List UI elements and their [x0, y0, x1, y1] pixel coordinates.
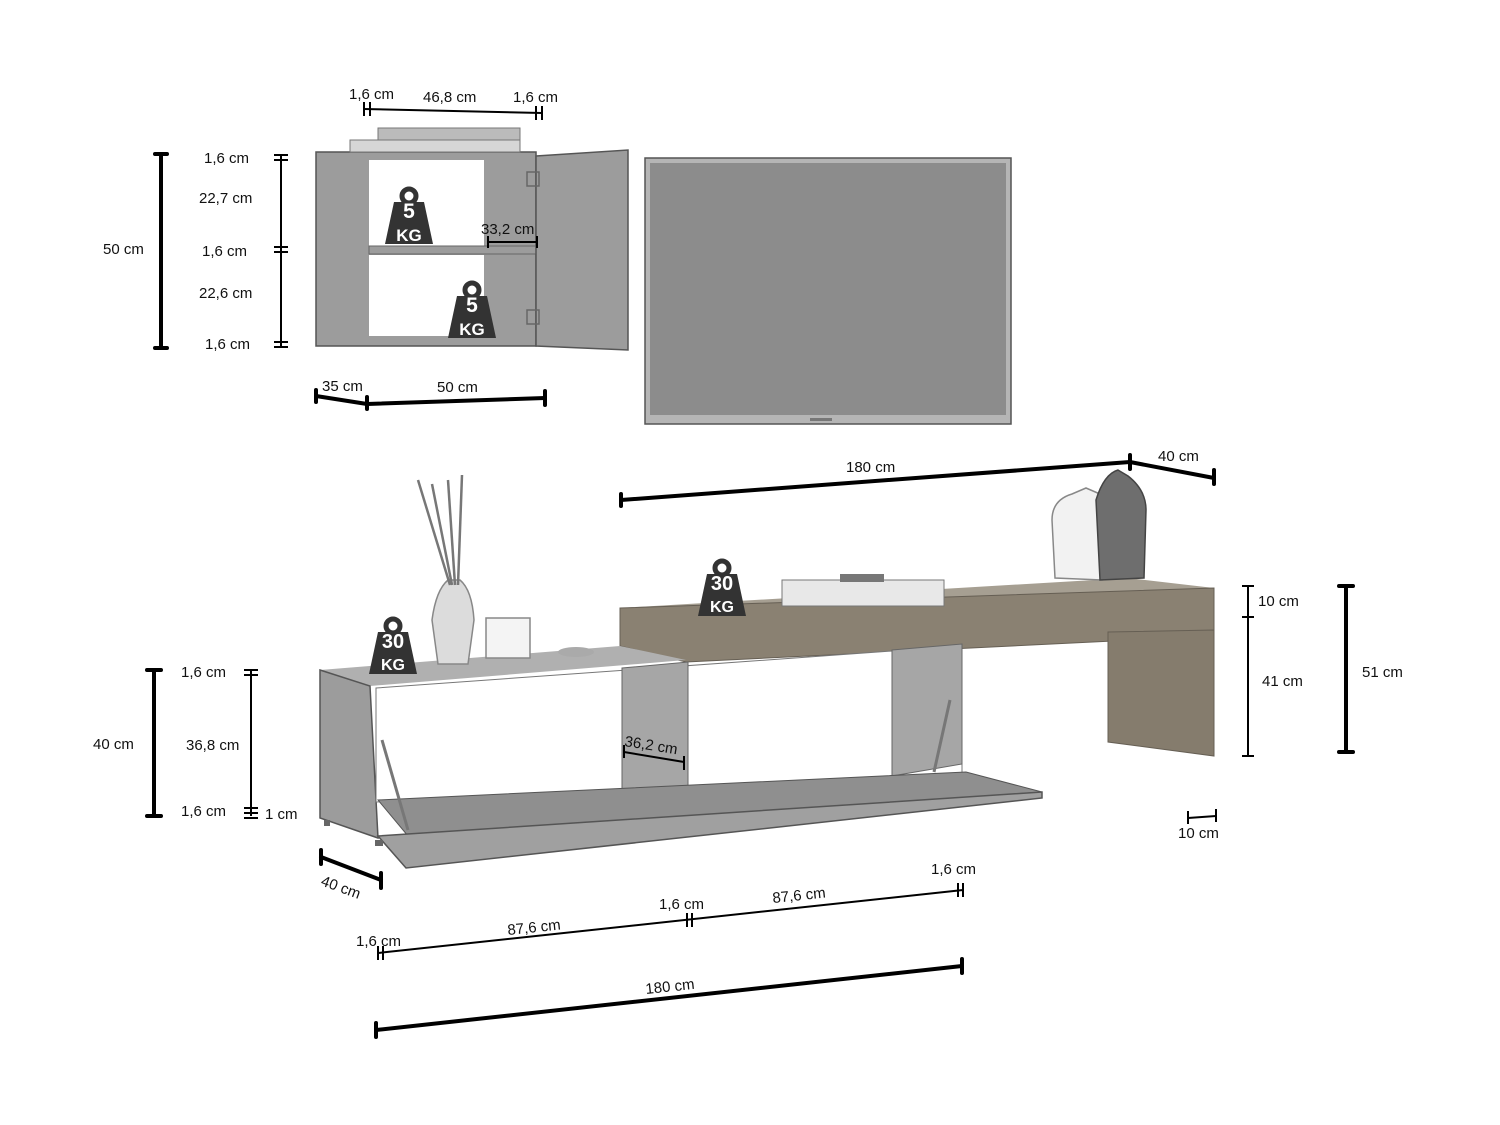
weight-value: 30: [711, 573, 733, 595]
weight-unit: KG: [396, 226, 422, 245]
dim-wall-panel-top: 1,6 cm: [204, 150, 249, 167]
dim-wall-comp-upper: 22,7 cm: [199, 190, 252, 207]
dim-wall-comp-lower: 22,6 cm: [199, 285, 252, 302]
dim-wall-panel-bottom: 1,6 cm: [205, 336, 250, 353]
television: [644, 157, 1012, 425]
dim-wall-height: 50 cm: [103, 241, 144, 258]
low-unit-divider: [621, 661, 689, 799]
diffuser-bottle: [431, 579, 475, 665]
weight-badge-low: 30 KG: [369, 619, 417, 674]
dim-low-depth: 40 cm: [319, 873, 363, 903]
diffuser-stick: [430, 483, 454, 586]
phone: [840, 574, 884, 582]
dim-wall-top-mid: 46,8 cm: [423, 89, 476, 106]
dim-low-w-left: 1,6 cm: [356, 933, 401, 950]
dim-low-inner: 36,8 cm: [186, 737, 239, 754]
dim-wall-width: 50 cm: [437, 379, 478, 396]
diffuser-stick: [446, 479, 457, 586]
weight-badge-wall-upper: 5 KG: [385, 189, 433, 245]
foot: [375, 840, 383, 846]
low-unit-top: [320, 646, 686, 686]
dvd-player: [781, 579, 945, 607]
wall-cabinet-door: [535, 149, 629, 351]
weight-unit: KG: [459, 320, 485, 339]
dim-bench-length: 180 cm: [846, 459, 895, 476]
dim-wall-depth: 35 cm: [322, 378, 363, 395]
foot: [324, 820, 330, 826]
dimension-lines: [145, 102, 1355, 1039]
gas-strut: [932, 699, 952, 773]
dimension-labels: 1,6 cm 46,8 cm 1,6 cm 1,6 cm 22,7 cm 1,6…: [93, 86, 1403, 998]
dim-wall-shelf: 1,6 cm: [202, 243, 247, 260]
dim-low-feet: 1 cm: [265, 806, 298, 823]
weight-unit: KG: [710, 599, 734, 616]
low-unit-right-side: [891, 643, 963, 777]
dim-wall-inner: 33,2 cm: [481, 221, 534, 238]
low-unit-side: [319, 668, 379, 840]
hinge-icon: [526, 171, 540, 187]
dim-wall-top-left: 1,6 cm: [349, 86, 394, 103]
candle-jar: [485, 617, 531, 659]
weight-value: 5: [466, 294, 478, 317]
tv-logo: [810, 418, 832, 421]
tv-screen: [650, 163, 1006, 415]
low-unit-open-flap: [376, 791, 1043, 869]
dim-bench-depth: 40 cm: [1158, 448, 1199, 465]
dish: [558, 647, 594, 657]
wall-cabinet-shelf: [368, 245, 538, 255]
dim-low-w-divider: 1,6 cm: [659, 896, 704, 913]
dim-low-w-comp1: 87,6 cm: [507, 916, 562, 938]
weight-unit: KG: [381, 657, 405, 674]
dim-low-panel-top: 1,6 cm: [181, 664, 226, 681]
dark-vase: [1095, 469, 1147, 581]
hinge-icon: [526, 309, 540, 325]
weight-value: 30: [382, 631, 404, 653]
weight-badge-wall-lower: 5 KG: [448, 283, 496, 339]
dim-low-panel-bottom: 1,6 cm: [181, 803, 226, 820]
dim-bench-top: 10 cm: [1258, 593, 1299, 610]
diffuser-stick: [456, 474, 464, 586]
bench: [619, 469, 1215, 757]
bench-leg: [1107, 629, 1215, 757]
dim-wall-top-right: 1,6 cm: [513, 89, 558, 106]
dim-low-w-comp2: 87,6 cm: [772, 884, 827, 906]
dim-bench-leg: 41 cm: [1262, 673, 1303, 690]
dim-low-height: 40 cm: [93, 736, 134, 753]
low-tv-unit: [319, 474, 1043, 869]
diffuser-stick: [416, 479, 452, 586]
dim-low-total: 180 cm: [645, 976, 696, 998]
books-stack-top: [349, 139, 521, 153]
weight-value: 5: [403, 200, 415, 223]
gas-strut: [380, 739, 410, 831]
weight-badge-bench: 30 KG: [698, 561, 746, 616]
dim-bench-height: 51 cm: [1362, 664, 1403, 681]
dim-bench-leg-width: 10 cm: [1178, 825, 1219, 842]
dim-low-w-right: 1,6 cm: [931, 861, 976, 878]
